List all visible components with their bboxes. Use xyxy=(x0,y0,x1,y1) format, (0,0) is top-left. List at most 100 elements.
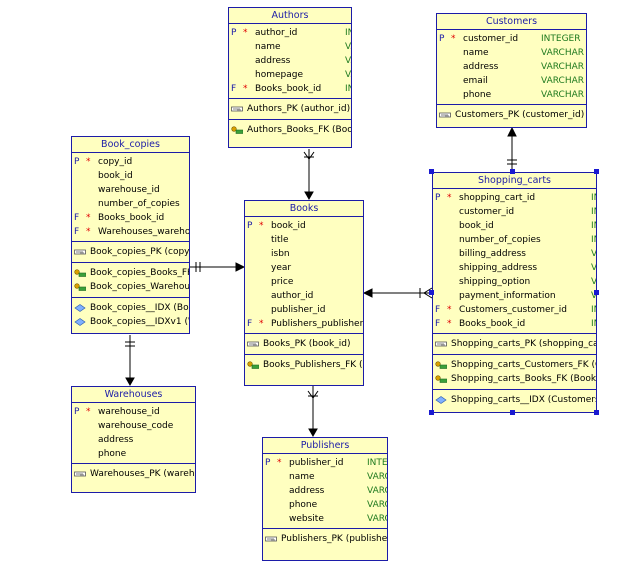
selection-handle[interactable] xyxy=(594,410,599,415)
column-name: address xyxy=(98,435,134,445)
column-row[interactable]: P*book_id xyxy=(245,219,363,233)
primary-key-section: Publishers_PK (publisher_id) xyxy=(263,529,387,549)
column-row[interactable]: publisher_id xyxy=(245,303,363,317)
column-row[interactable]: warehouse_id xyxy=(72,183,189,197)
index-entry[interactable]: Book_copies__IDX (Books_book_id) xyxy=(72,301,189,315)
relationship-books-publishers[interactable] xyxy=(307,386,319,438)
primary-key-entry[interactable]: Shopping_carts_PK (shopping_cart_id) xyxy=(433,337,596,351)
foreign-key-entry[interactable]: Authors_Books_FK (Books_book_id) xyxy=(229,123,351,137)
column-row[interactable]: year xyxy=(245,261,363,275)
column-row[interactable]: websiteVARCHAR xyxy=(263,512,387,526)
column-name: warehouse_id xyxy=(98,407,160,417)
primary-key-entry[interactable]: Customers_PK (customer_id) xyxy=(437,108,586,122)
foreign-key-entry[interactable]: Shopping_carts_Customers_FK (Customers_c… xyxy=(433,358,596,372)
column-row[interactable]: F*Warehouses_warehouse_id xyxy=(72,225,189,239)
column-row[interactable]: F*Books_book_id xyxy=(72,211,189,225)
primary-key-entry[interactable]: Publishers_PK (publisher_id) xyxy=(263,532,387,546)
column-type: VARCHAR xyxy=(541,48,585,58)
entity-publishers[interactable]: Publishers P*publisher_idINTEGERnameVARC… xyxy=(262,437,388,561)
entity-shopping-carts[interactable]: Shopping_carts P*shopping_cart_idINTEGER… xyxy=(432,172,597,413)
selection-handle[interactable] xyxy=(429,169,434,174)
column-row[interactable]: title xyxy=(245,233,363,247)
selection-handle[interactable] xyxy=(429,290,434,295)
column-row[interactable]: number_of_copies xyxy=(72,197,189,211)
foreign-key-entry[interactable]: Book_copies_Books_FK (Books_book_id) xyxy=(72,266,189,280)
constraint-name: Shopping_carts_Books_FK (Books_book_id) xyxy=(451,374,597,384)
key-flag: P xyxy=(265,458,271,468)
constraint-name: Book_copies_Warehouses_FK (Warehouses_wa… xyxy=(90,282,190,292)
relationship-shoppingcarts-books[interactable] xyxy=(362,287,433,299)
index-entry[interactable]: Shopping_carts__IDX (Customers_customer_… xyxy=(433,393,596,407)
primary-key-entry[interactable]: Authors_PK (author_id) xyxy=(229,102,351,116)
selection-handle[interactable] xyxy=(510,410,515,415)
column-row[interactable]: P*warehouse_id xyxy=(72,405,195,419)
selection-handle[interactable] xyxy=(594,290,599,295)
entity-authors[interactable]: Authors P*author_idINTEGERnameVARCHARadd… xyxy=(228,7,352,148)
required-mark: * xyxy=(277,458,282,468)
foreign-key-entry[interactable]: Books_Publishers_FK (Publishers_publishe… xyxy=(245,358,363,372)
relationship-shoppingcarts-customers[interactable] xyxy=(507,126,517,172)
foreign-key-entry[interactable]: Shopping_carts_Books_FK (Books_book_id) xyxy=(433,372,596,386)
constraint-name: Shopping_carts_Customers_FK (Customers_c… xyxy=(451,360,596,370)
column-row[interactable]: homepageVARCHAR xyxy=(229,68,351,82)
column-row[interactable]: author_id xyxy=(245,289,363,303)
column-row[interactable]: isbn xyxy=(245,247,363,261)
primary-key-entry[interactable]: Book_copies_PK (copy_id) xyxy=(72,245,189,259)
primary-key-entry[interactable]: Warehouses_PK (warehouse_id) xyxy=(72,467,195,481)
selection-handle[interactable] xyxy=(594,169,599,174)
constraint-name: Books_Publishers_FK (Publishers_publishe… xyxy=(263,360,363,370)
column-name: address xyxy=(463,62,499,72)
relationship-bookcopies-books[interactable] xyxy=(189,262,246,272)
relationship-bookcopies-warehouses[interactable] xyxy=(125,335,135,387)
selection-handle[interactable] xyxy=(429,410,434,415)
column-row[interactable]: payment_informationVARCHAR xyxy=(433,289,596,303)
column-row[interactable]: number_of_copiesINTEGER xyxy=(433,233,596,247)
selection-handle[interactable] xyxy=(510,169,515,174)
required-mark: * xyxy=(447,305,452,315)
column-type: VARCHAR xyxy=(345,70,351,80)
column-row[interactable]: phone xyxy=(72,447,195,461)
column-row[interactable]: shipping_optionVARCHAR xyxy=(433,275,596,289)
relationship-authors-books[interactable] xyxy=(303,149,315,201)
primary-key-entry[interactable]: Books_PK (book_id) xyxy=(245,337,363,351)
column-name: book_id xyxy=(459,221,494,231)
column-row[interactable]: F*Publishers_publisher_id xyxy=(245,317,363,331)
column-type: VARCHAR xyxy=(541,76,585,86)
column-row[interactable]: book_id xyxy=(72,169,189,183)
column-row[interactable]: P*copy_id xyxy=(72,155,189,169)
foreign-key-entry[interactable]: Book_copies_Warehouses_FK (Warehouses_wa… xyxy=(72,280,189,294)
key-icon xyxy=(439,112,451,118)
key-flag: F xyxy=(231,84,237,94)
index-icon xyxy=(435,396,447,404)
index-entry[interactable]: Book_copies__IDXv1 (Warehouses_warehouse… xyxy=(72,315,189,329)
column-row[interactable]: price xyxy=(245,275,363,289)
column-row[interactable]: warehouse_code xyxy=(72,419,195,433)
column-row[interactable]: address xyxy=(72,433,195,447)
